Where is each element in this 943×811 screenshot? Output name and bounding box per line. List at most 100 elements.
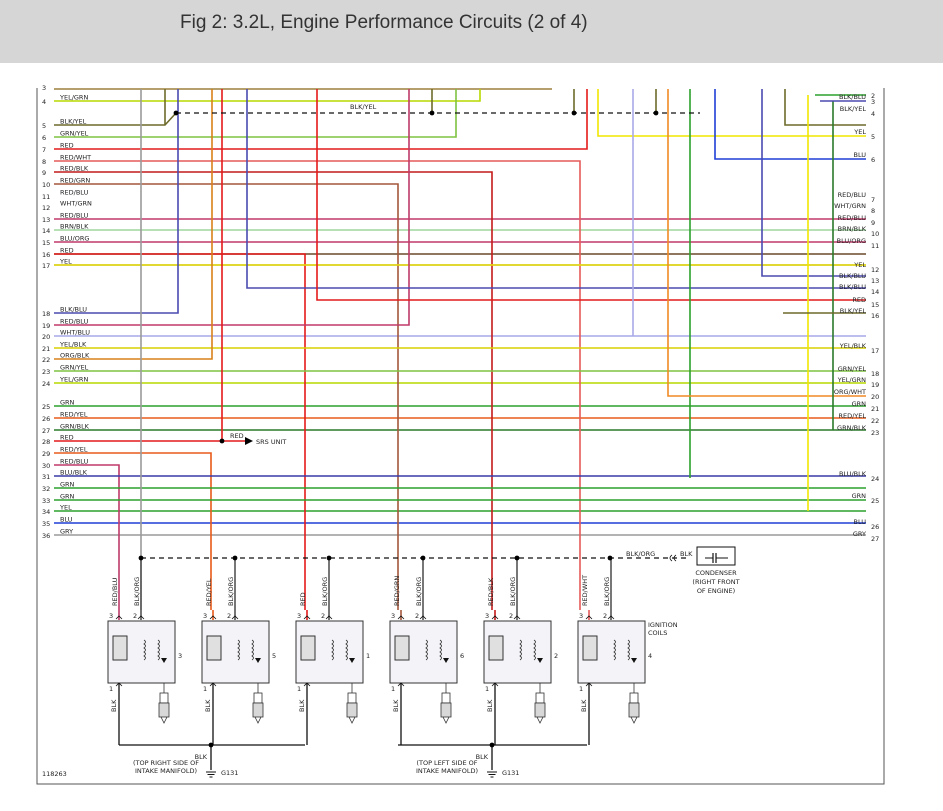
coil-wire-label: RED/YEL: [205, 578, 213, 606]
wire-label: RED/BLU: [838, 214, 867, 222]
wire-label: BLU: [853, 518, 866, 526]
pin-number: 3: [391, 612, 395, 620]
inline-label: BLK: [680, 550, 693, 558]
connector-icon: [303, 615, 333, 620]
splice-dot: [429, 110, 435, 116]
connector-icon: [491, 615, 521, 620]
wire-number: 7: [871, 196, 875, 204]
wire-label: BLK/BLU: [839, 272, 866, 280]
coil-module: [112, 635, 128, 661]
wire-label: GRN/YEL: [60, 130, 89, 138]
ground-location: (TOP RIGHT SIDE OF: [133, 759, 199, 767]
splice-dot: [514, 555, 520, 561]
wire-label: BLK/BLU: [60, 306, 87, 314]
wire-number: 17: [42, 262, 50, 270]
wire-label: RED/BLU: [838, 191, 867, 199]
inline-label: BLK/ORG: [626, 550, 655, 558]
coil-wire-label: BLK/ORG: [415, 577, 423, 606]
condenser-label: CONDENSER: [695, 569, 737, 577]
wire-label: GRY: [853, 530, 866, 538]
wire-blu-6: [714, 89, 866, 160]
coil-wire-label: RED/GRN: [393, 576, 401, 606]
diode-icon: [537, 658, 543, 663]
wire-number: 17: [871, 347, 879, 355]
wire-label: YEL/BLK: [59, 341, 87, 349]
wire-label: RED: [60, 247, 74, 255]
wire-label: BLK/YEL: [60, 118, 87, 126]
wire-label: BLU/ORG: [837, 237, 866, 245]
wire-label: RED: [60, 142, 74, 150]
splice-dot: [138, 555, 144, 561]
wire-label: YEL/GRN: [59, 376, 88, 384]
spark-plug-icon: [348, 716, 356, 724]
wire-number: 2: [871, 92, 875, 100]
primary-winding: [143, 639, 146, 661]
diode-icon: [255, 658, 261, 663]
splice-dot: [326, 555, 332, 561]
wire-number: 26: [42, 415, 50, 423]
condenser-box: [696, 546, 736, 566]
wire-number: 22: [871, 417, 879, 425]
ground-wire-label: BLK: [392, 699, 400, 712]
ground-name: G131: [502, 769, 519, 777]
coil-module: [300, 635, 316, 661]
coil-wire-label: BLK/ORG: [133, 577, 141, 606]
spark-plug-icon: [441, 692, 451, 704]
coil-module: [582, 635, 598, 661]
wire-number: 7: [42, 146, 46, 154]
ground-icon: [206, 771, 216, 778]
wire-label: RED/YEL: [838, 412, 866, 420]
ground-wire-label: BLK: [580, 699, 588, 712]
wire-number: 23: [871, 429, 879, 437]
wire-number: 20: [871, 393, 879, 401]
wire-label: YEL: [853, 261, 866, 269]
cylinder-number: 2: [554, 652, 558, 660]
coil-wire-label: RED/BLK: [487, 577, 495, 606]
wire-label: BLK/YEL: [840, 307, 867, 315]
cylinder-number: 6: [460, 652, 464, 660]
wire-label: GRN: [60, 399, 75, 407]
spark-plug-icon: [253, 692, 263, 704]
secondary-winding: [533, 639, 536, 661]
header-bar: Fig 2: 3.2L, Engine Performance Circuits…: [0, 0, 943, 63]
page-title: Fig 2: 3.2L, Engine Performance Circuits…: [180, 12, 588, 33]
splice-dot: [489, 742, 495, 748]
wire-label: RED/BLU: [60, 189, 89, 197]
spark-plug-icon: [535, 692, 545, 704]
wire-label: YEL: [59, 504, 72, 512]
pin-number: 2: [227, 612, 231, 620]
connector-icon: [397, 682, 405, 687]
arrow-icon: [245, 437, 253, 445]
wire-label: ORG/BLK: [60, 352, 90, 360]
pin-number: 3: [109, 612, 113, 620]
wire-number: 31: [42, 473, 50, 481]
cylinder-number: 4: [648, 652, 652, 660]
ground-location: INTAKE MANIFOLD): [135, 767, 197, 775]
secondary-winding: [345, 639, 348, 661]
diode-icon: [161, 658, 167, 663]
wire-number: 11: [871, 242, 879, 250]
wire-number: 35: [42, 520, 50, 528]
wire-number: 34: [42, 508, 50, 516]
wire-number: 29: [42, 450, 50, 458]
wire-label: RED: [60, 434, 74, 442]
wire-number: 25: [42, 403, 50, 411]
coil-wire-label: BLK/ORG: [603, 577, 611, 606]
wire-number: 3: [42, 84, 46, 92]
splice-dot: [653, 110, 659, 116]
ground-wire-label: BLK: [476, 753, 489, 761]
wire-number: 18: [42, 310, 50, 318]
wire-number: 14: [871, 288, 879, 296]
primary-winding: [237, 639, 240, 661]
wire-number: 27: [871, 535, 879, 543]
wire-label: BLK/BLU: [839, 93, 866, 101]
spark-plug-icon: [159, 692, 169, 704]
wire-label: ORG/WHT: [834, 388, 866, 396]
splice-dot: [571, 110, 577, 116]
coil-module: [488, 635, 504, 661]
wire-number: 10: [42, 181, 50, 189]
wire-label: GRN: [60, 481, 75, 489]
ground-wire-label: BLK: [195, 753, 208, 761]
wire-label: RED/GRN: [60, 177, 90, 185]
